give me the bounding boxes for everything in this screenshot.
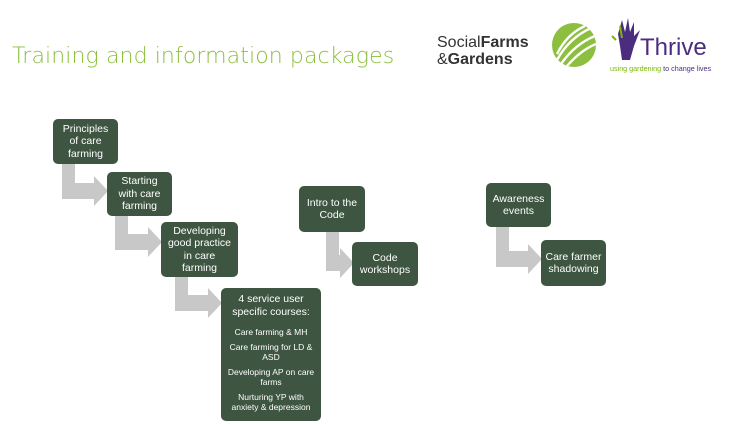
box-courses: 4 service user specific courses: Care fa… bbox=[221, 288, 321, 421]
courses-heading: 4 service user specific courses: bbox=[232, 293, 310, 318]
course-item: Nurturing YP with anxiety & depression bbox=[231, 392, 311, 412]
box-shadowing: Care farmer shadowing bbox=[541, 240, 606, 286]
arrow-intro-to-workshops bbox=[326, 232, 354, 278]
course-item: Care farming for LD & ASD bbox=[229, 342, 313, 362]
box-principles: Principles of care farming bbox=[53, 119, 118, 164]
course-item: Care farming & MH bbox=[234, 327, 308, 337]
social-farms-gardens-logo: SocialFarms &Gardens bbox=[437, 20, 599, 70]
box-awareness: Awareness events bbox=[486, 183, 551, 227]
arrow-starting-to-developing bbox=[115, 216, 162, 257]
box-developing: Developing good practice in care farming bbox=[161, 222, 238, 277]
page-title: Training and information packages bbox=[12, 44, 395, 69]
leaf-icon bbox=[552, 23, 597, 67]
box-starting: Starting with care farming bbox=[107, 172, 172, 216]
arrow-developing-to-courses bbox=[175, 277, 222, 318]
hand-flower-icon bbox=[611, 18, 640, 60]
box-intro-code: Intro to the Code bbox=[299, 186, 365, 232]
course-item: Developing AP on care farms bbox=[227, 367, 315, 387]
box-code-workshops: Code workshops bbox=[352, 242, 418, 286]
thrive-wordmark: Thrive bbox=[640, 34, 707, 61]
thrive-tagline: using gardening to change lives bbox=[610, 64, 712, 73]
arrow-principles-to-starting bbox=[62, 164, 108, 206]
arrow-awareness-to-shadowing bbox=[496, 227, 542, 274]
thrive-logo: Thrive using gardening to change lives bbox=[608, 16, 726, 76]
courses-list: Care farming & MH Care farming for LD & … bbox=[225, 322, 317, 412]
social-farms-gardens-wordmark: SocialFarms &Gardens bbox=[437, 34, 529, 68]
